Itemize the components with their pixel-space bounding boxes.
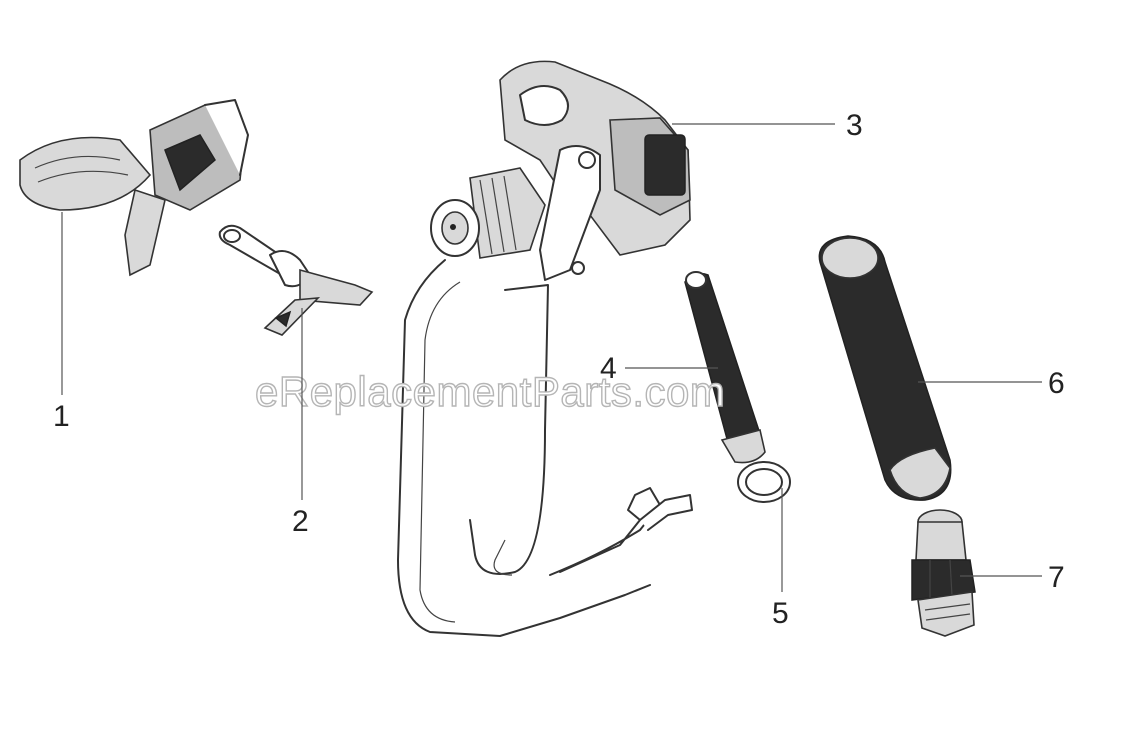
part-6-handle-cover [818,235,952,501]
part-4-filter [684,271,766,464]
callout-1: 1 [53,400,70,433]
part-2-spray-tip [218,224,374,336]
callout-5: 5 [772,597,789,630]
callout-3: 3 [846,109,863,142]
callout-6: 6 [1048,367,1065,400]
part-3-gun-body [397,60,693,637]
callout-4: 4 [600,352,617,385]
part-7-swivel-fitting [911,509,976,637]
callout-2: 2 [292,505,309,538]
callout-labels: 1 2 3 4 5 6 7 [53,109,1065,630]
callout-7: 7 [1048,561,1065,594]
watermark-text: eReplacementParts.com [255,368,725,415]
leader-lines [61,123,1042,592]
part-1-tip-guard [19,99,249,277]
part-5-o-ring [737,461,791,503]
